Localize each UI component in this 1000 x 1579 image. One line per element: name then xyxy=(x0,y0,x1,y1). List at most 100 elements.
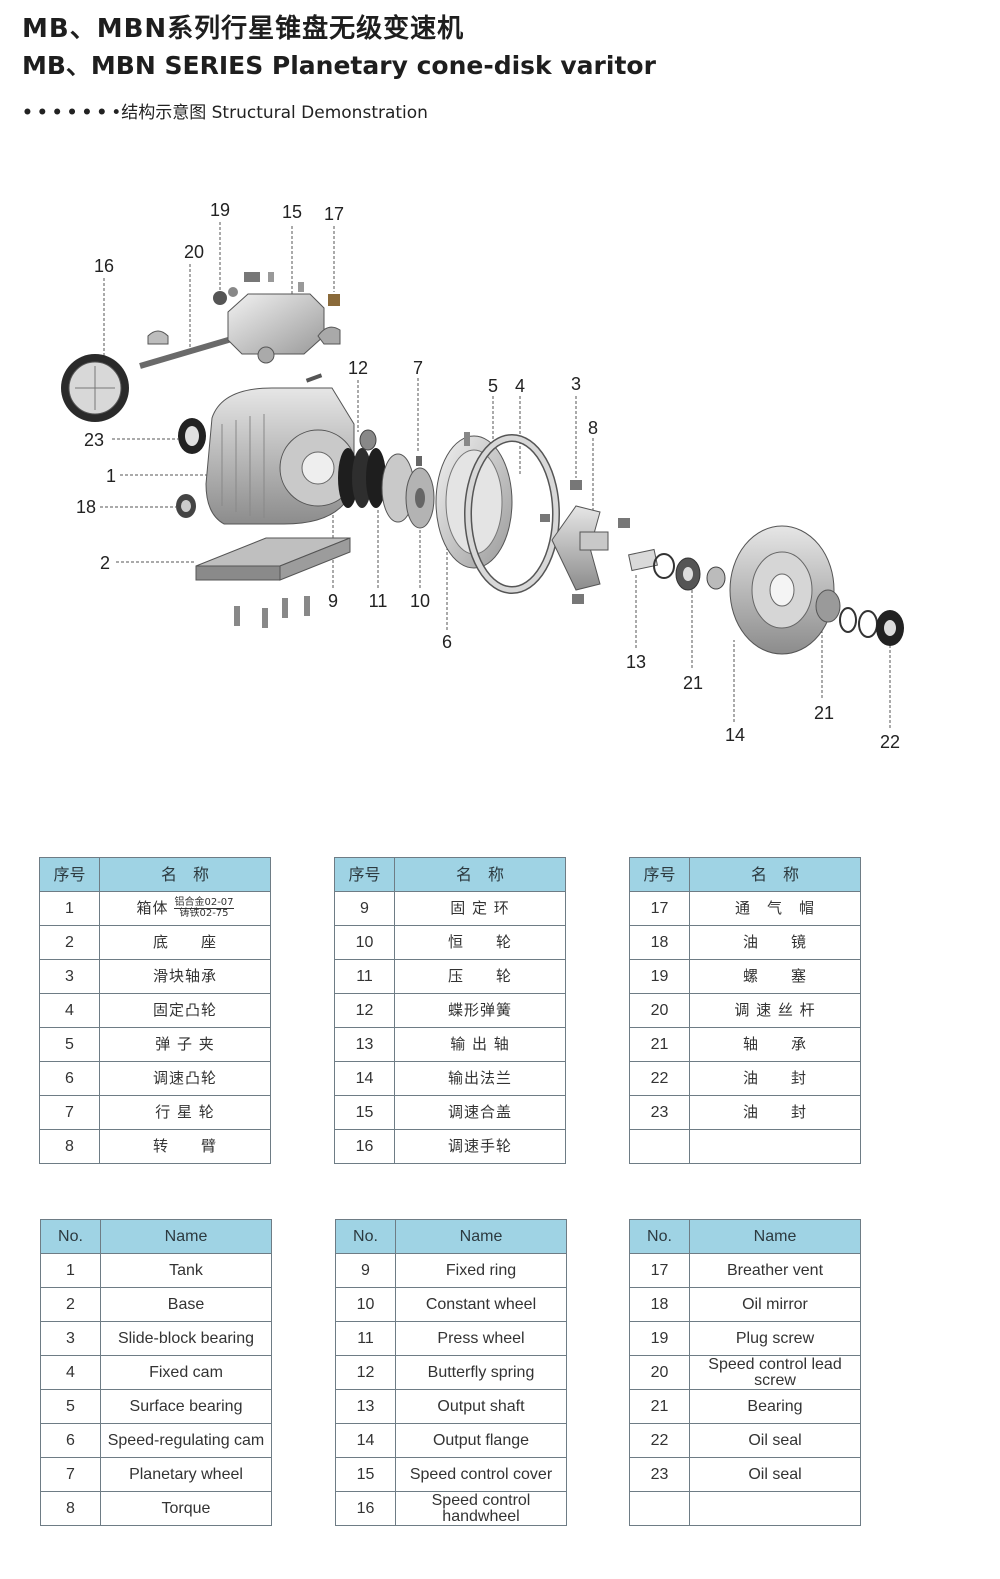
label-7: 7 xyxy=(413,358,423,378)
row-name: 螺 塞 xyxy=(689,959,861,994)
tank-variant-bottom: 铸铁02-75 xyxy=(179,908,229,919)
row-no: 6 xyxy=(39,1061,100,1096)
page-title-cn: MB、MBN系列行星锥盘无级变速机 xyxy=(22,14,465,44)
row-no: 23 xyxy=(629,1095,690,1130)
row-no: 5 xyxy=(39,1027,100,1062)
label-14: 14 xyxy=(725,725,745,745)
row-name: Output shaft xyxy=(395,1389,567,1424)
row-name: 蝶形弹簧 xyxy=(394,993,566,1028)
row-name: 输出法兰 xyxy=(394,1061,566,1096)
row-name: Slide-block bearing xyxy=(100,1321,272,1356)
label-20: 20 xyxy=(184,242,204,262)
row-name: 调速手轮 xyxy=(394,1129,566,1164)
label-2: 2 xyxy=(100,553,110,573)
row-no: 3 xyxy=(39,959,100,994)
row-name: 恒 轮 xyxy=(394,925,566,960)
row-name: Speed control cover xyxy=(395,1457,567,1492)
row-name: 箱体 铝合金02-07 铸铁02-75 xyxy=(99,891,271,926)
header-name: 名 称 xyxy=(394,857,566,892)
row-no: 14 xyxy=(335,1423,396,1458)
row-no: 11 xyxy=(335,1321,396,1356)
row-no: 15 xyxy=(335,1457,396,1492)
row-name: Tank xyxy=(100,1253,272,1288)
row-name: Torque xyxy=(100,1491,272,1526)
row-name xyxy=(689,1129,861,1164)
row-name: Butterfly spring xyxy=(395,1355,567,1390)
row-name: 油 镜 xyxy=(689,925,861,960)
row-no: 9 xyxy=(335,1253,396,1288)
header-name: 名 称 xyxy=(689,857,861,892)
row-name: 固 定 环 xyxy=(394,891,566,926)
label-5: 5 xyxy=(488,376,498,396)
label-8: 8 xyxy=(588,418,598,438)
label-22: 22 xyxy=(880,732,900,752)
label-16: 16 xyxy=(94,256,114,276)
row-name: 轴 承 xyxy=(689,1027,861,1062)
row-no: 4 xyxy=(40,1355,101,1390)
part-base xyxy=(195,537,351,628)
header-no: 序号 xyxy=(334,857,395,892)
row-no: 9 xyxy=(334,891,395,926)
table-row xyxy=(629,1491,861,1526)
label-21: 21 xyxy=(814,703,834,723)
row-name: Surface bearing xyxy=(100,1389,272,1424)
subtitle-text: •结构示意图 Structural Demonstration xyxy=(111,103,428,123)
row-name: Fixed ring xyxy=(395,1253,567,1288)
row-no: 8 xyxy=(40,1491,101,1526)
part-oil-mirror xyxy=(176,494,196,518)
row-name: 弹 子 夹 xyxy=(99,1027,271,1062)
row-no: 12 xyxy=(335,1355,396,1390)
row-name: 油 封 xyxy=(689,1095,861,1130)
row-name: 调 速 丝 杆 xyxy=(689,993,861,1028)
row-name: Oil seal xyxy=(689,1423,861,1458)
row-name: 调速合盖 xyxy=(394,1095,566,1130)
row-name: Speed control lead screw xyxy=(689,1355,861,1390)
row-no: 5 xyxy=(40,1389,101,1424)
row-name: Base xyxy=(100,1287,272,1322)
row-no: 11 xyxy=(334,959,395,994)
row-name: 底 座 xyxy=(99,925,271,960)
header-no: No. xyxy=(40,1219,101,1254)
part-handwheel xyxy=(61,354,129,422)
exploded-view-diagram: 19 15 17 20 16 12 7 5 4 3 8 23 1 18 2 9 … xyxy=(61,200,904,752)
header-name: 名 称 xyxy=(99,857,271,892)
row-no: 18 xyxy=(629,1287,690,1322)
label-18: 18 xyxy=(76,497,96,517)
row-no: 4 xyxy=(39,993,100,1028)
row-no: 10 xyxy=(334,925,395,960)
row-name: 调速凸轮 xyxy=(99,1061,271,1096)
row-no: 13 xyxy=(334,1027,395,1062)
label-17: 17 xyxy=(324,204,344,224)
subtitle-dots: •••••• xyxy=(22,103,112,123)
row-no: 22 xyxy=(629,1061,690,1096)
part-number-labels: 19 15 17 20 16 12 7 5 4 3 8 23 1 18 2 9 … xyxy=(76,200,900,752)
row-no xyxy=(629,1491,690,1526)
row-name: Fixed cam xyxy=(100,1355,272,1390)
